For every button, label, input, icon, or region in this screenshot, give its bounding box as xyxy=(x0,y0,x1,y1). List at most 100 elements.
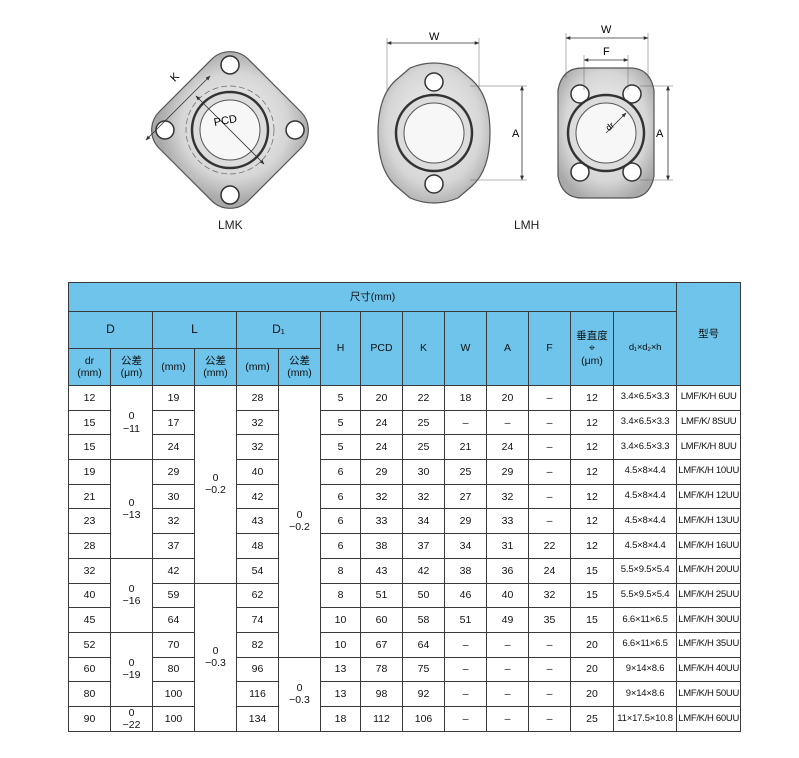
lmf-dim-w: W xyxy=(601,24,612,36)
cell-w: 38 xyxy=(444,557,487,584)
cell-pcd: 67 xyxy=(360,631,403,658)
cell-model: LMF/K/H 10UU xyxy=(676,459,742,485)
header-k: K xyxy=(402,311,445,386)
cell-model: LMF/K/H 40UU xyxy=(676,656,742,683)
spec-table: 尺寸(mm) 型号 D L D₁ H PCD K W A F 垂直度 ⌖ (μm… xyxy=(67,282,742,733)
lmh-dim-w: W xyxy=(429,31,440,43)
cell-d1: 32 xyxy=(236,434,279,461)
cell-perp: 12 xyxy=(570,459,614,485)
cell-l: 42 xyxy=(152,557,195,584)
cell-d1: 116 xyxy=(236,681,279,707)
cell-pcd: 98 xyxy=(360,681,403,707)
cell-l: 30 xyxy=(152,483,195,510)
header-l: L xyxy=(152,311,237,349)
cell-a: – xyxy=(486,705,529,733)
cell-model: LMF/K/H 13UU xyxy=(676,508,742,535)
cell-dr: 23 xyxy=(68,508,111,535)
cell-bolt-size: 4.5×8×4.4 xyxy=(612,508,678,535)
header-d1: D₁ xyxy=(236,311,321,349)
lmf-drawing: W F A dr xyxy=(557,24,673,199)
header-d-tolerance: 公差 (μm) xyxy=(110,348,153,386)
cell-pcd: 38 xyxy=(360,533,403,559)
lmk-dim-pcd: PCD xyxy=(213,113,238,129)
cell-dr: 52 xyxy=(68,631,111,658)
cell-f: – xyxy=(528,459,571,485)
cell-k: 32 xyxy=(402,483,445,510)
cell-f: – xyxy=(528,705,571,733)
header-perpendicularity: 垂直度 ⌖ (μm) xyxy=(570,311,614,386)
cell-w: – xyxy=(444,409,487,436)
cell-l: 37 xyxy=(152,533,195,559)
cell-a: – xyxy=(486,656,529,683)
cell-a: – xyxy=(486,631,529,658)
cell-a: 36 xyxy=(486,557,529,584)
cell-a: 31 xyxy=(486,533,529,559)
cell-dr: 45 xyxy=(68,607,111,633)
cell-f: 22 xyxy=(528,533,571,559)
cell-a: 33 xyxy=(486,508,529,535)
lmh-dim-a: A xyxy=(512,128,520,140)
header-model: 型号 xyxy=(676,282,742,386)
cell-l: 29 xyxy=(152,459,195,485)
cell-h: 6 xyxy=(320,508,361,535)
header-f: F xyxy=(528,311,571,386)
cell-model: LMF/K/H 16UU xyxy=(676,533,742,559)
cell-model: LMF/K/H 35UU xyxy=(676,631,742,658)
cell-dr: 28 xyxy=(68,533,111,559)
cell-w: 51 xyxy=(444,607,487,633)
cell-k: 92 xyxy=(402,681,445,707)
cell-d1: 43 xyxy=(236,508,279,535)
header-w: W xyxy=(444,311,487,386)
cell-w: 21 xyxy=(444,434,487,461)
cell-pcd: 33 xyxy=(360,508,403,535)
cell-l: 19 xyxy=(152,385,195,411)
cell-w: 34 xyxy=(444,533,487,559)
cell-bolt-size: 3.4×6.5×3.3 xyxy=(612,434,678,461)
cell-a: 24 xyxy=(486,434,529,461)
cell-l-tolerance: 0 −0.3 xyxy=(194,582,237,733)
cell-perp: 15 xyxy=(570,582,614,609)
cell-l: 32 xyxy=(152,508,195,535)
cell-d1: 62 xyxy=(236,582,279,609)
cell-dr: 21 xyxy=(68,483,111,510)
lmf-dim-a: A xyxy=(656,128,664,140)
header-dimensions: 尺寸(mm) xyxy=(67,282,678,312)
cell-k: 30 xyxy=(402,459,445,485)
technical-drawings: K PCD W A W F A xyxy=(145,24,673,209)
cell-pcd: 24 xyxy=(360,409,403,436)
cell-a: 40 xyxy=(486,582,529,609)
cell-f: 24 xyxy=(528,557,571,584)
cell-k: 42 xyxy=(402,557,445,584)
cell-h: 6 xyxy=(320,483,361,510)
cell-pcd: 60 xyxy=(360,607,403,633)
cell-k: 25 xyxy=(402,409,445,436)
cell-pcd: 24 xyxy=(360,434,403,461)
cell-d1: 28 xyxy=(236,385,279,411)
cell-h: 5 xyxy=(320,385,361,411)
cell-w: – xyxy=(444,705,487,733)
lmf-dim-f: F xyxy=(603,46,610,58)
cell-w: – xyxy=(444,656,487,683)
cell-h: 5 xyxy=(320,434,361,461)
cell-a: 49 xyxy=(486,607,529,633)
cell-k: 75 xyxy=(402,656,445,683)
cell-perp: 20 xyxy=(570,631,614,658)
cell-w: 27 xyxy=(444,483,487,510)
cell-pcd: 20 xyxy=(360,385,403,411)
cell-bolt-size: 5.5×9.5×5.4 xyxy=(612,557,678,584)
cell-a: – xyxy=(486,681,529,707)
cell-l-tolerance: 0 −0.2 xyxy=(194,385,237,584)
cell-model: LMF/K/H 12UU xyxy=(676,483,742,510)
cell-pcd: 51 xyxy=(360,582,403,609)
cell-f: – xyxy=(528,631,571,658)
cell-dr: 19 xyxy=(68,459,111,485)
cell-w: – xyxy=(444,681,487,707)
